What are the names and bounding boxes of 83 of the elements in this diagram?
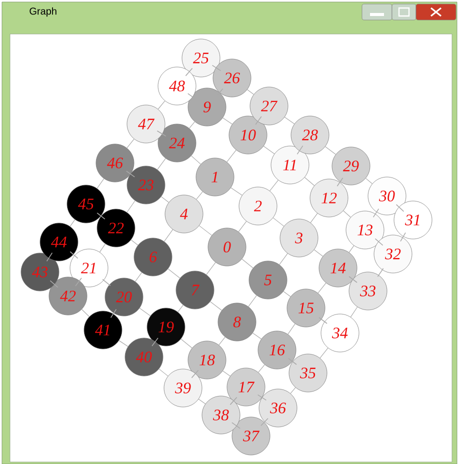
edge-line bbox=[102, 278, 111, 286]
edge-line bbox=[185, 68, 193, 76]
edge-line bbox=[230, 187, 242, 196]
edge-line bbox=[164, 229, 174, 242]
edge-line bbox=[325, 146, 336, 155]
edge-line bbox=[318, 282, 326, 294]
edge-line bbox=[242, 258, 254, 268]
edge-line bbox=[284, 116, 295, 124]
edge-line bbox=[350, 306, 358, 318]
edge-line bbox=[75, 278, 82, 286]
edge-line bbox=[158, 368, 168, 376]
edge-line bbox=[126, 170, 135, 178]
edge-line bbox=[226, 150, 236, 162]
edge-line bbox=[126, 200, 136, 213]
edge-line bbox=[96, 212, 106, 220]
edge-line bbox=[279, 253, 288, 265]
edge-line bbox=[158, 100, 166, 110]
edge-line bbox=[230, 396, 238, 406]
edge-line bbox=[188, 121, 196, 129]
edge-line bbox=[365, 178, 373, 184]
edge-line bbox=[168, 268, 180, 278]
edge-line bbox=[260, 418, 268, 426]
edge-line bbox=[118, 340, 128, 347]
edge-line bbox=[178, 304, 184, 312]
edge-line bbox=[238, 221, 247, 232]
edge-line bbox=[348, 245, 354, 253]
edge-line bbox=[134, 272, 142, 282]
edge-line bbox=[198, 225, 212, 236]
edge-line bbox=[70, 219, 76, 227]
edge-line bbox=[314, 249, 324, 257]
edge-line bbox=[81, 309, 90, 317]
edge-line bbox=[126, 138, 134, 148]
edge-line bbox=[290, 387, 296, 394]
edge-line bbox=[96, 178, 104, 189]
edge-line bbox=[152, 338, 158, 346]
edge-line bbox=[222, 370, 231, 376]
edge-line bbox=[247, 89, 254, 95]
edge-line bbox=[252, 332, 262, 340]
edge-line bbox=[191, 156, 201, 164]
edge-line bbox=[348, 276, 358, 283]
edge-line bbox=[218, 336, 226, 346]
edge-line bbox=[377, 268, 384, 277]
edge-line bbox=[396, 204, 404, 212]
edge-line bbox=[130, 240, 138, 246]
edge-line bbox=[46, 252, 53, 262]
edge-line bbox=[336, 178, 344, 186]
edge-line bbox=[288, 358, 297, 365]
edge-line bbox=[263, 146, 275, 154]
edge-line bbox=[206, 262, 216, 275]
edge-line bbox=[70, 251, 78, 259]
edge-line bbox=[210, 301, 222, 311]
edge-line bbox=[232, 422, 240, 429]
edge-line bbox=[257, 394, 267, 401]
edge-line bbox=[310, 213, 318, 223]
edge-line bbox=[222, 118, 232, 124]
edge-line bbox=[196, 191, 203, 200]
edge-line bbox=[255, 116, 262, 125]
edge-line bbox=[212, 64, 222, 72]
edge-line bbox=[320, 348, 328, 358]
edge-line bbox=[318, 317, 328, 324]
edge-line bbox=[372, 208, 380, 218]
edge-line bbox=[198, 398, 206, 404]
edge-line bbox=[50, 280, 58, 288]
edge-line bbox=[180, 338, 192, 348]
edge-line bbox=[157, 158, 166, 170]
edge-line bbox=[99, 244, 106, 252]
edge-line bbox=[374, 238, 384, 246]
edge-line bbox=[110, 308, 117, 318]
edge-line bbox=[160, 196, 170, 203]
edge-line bbox=[400, 232, 406, 242]
window-title: Graph bbox=[30, 7, 56, 17]
edge-line bbox=[343, 210, 351, 218]
edge-line bbox=[304, 177, 315, 186]
edge-line bbox=[248, 295, 257, 307]
edge-line bbox=[296, 145, 304, 155]
edge-line bbox=[272, 218, 284, 226]
edge-line bbox=[283, 291, 291, 297]
edge-line bbox=[288, 324, 296, 334]
edge-line bbox=[270, 180, 278, 192]
edge-line bbox=[156, 130, 166, 136]
edge-line bbox=[191, 370, 199, 378]
edge-line bbox=[139, 308, 151, 316]
edge-line bbox=[258, 364, 265, 373]
